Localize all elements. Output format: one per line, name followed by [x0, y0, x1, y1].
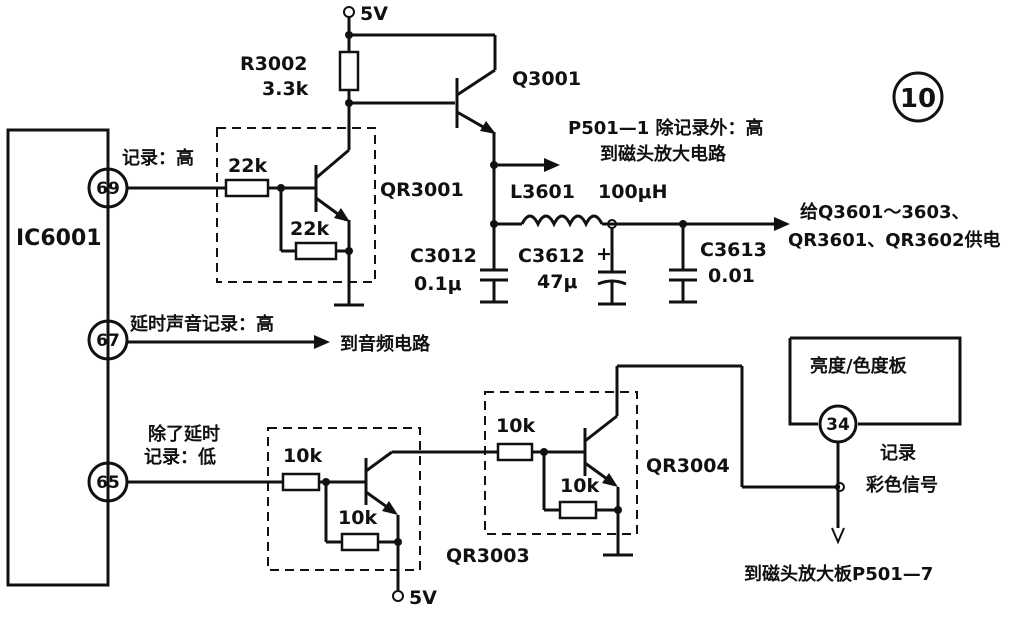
arrow-icon: [774, 217, 790, 231]
color-signal-2: 彩色信号: [865, 474, 938, 496]
pin-67: 67 延时声音记录：高 到音频电路: [87, 313, 431, 361]
pin-65: 65 除了延时 记录：低: [87, 423, 220, 503]
qr3003: QR3003 10k 10k 5V: [127, 427, 548, 609]
c3612-value: 47μ: [537, 271, 577, 293]
color-signal-1: 记录: [880, 443, 916, 464]
r3002-value: 3.3k: [262, 78, 309, 100]
c3012: C3012 0.1μ: [410, 224, 508, 304]
q3001-name: Q3001: [512, 68, 581, 90]
c3612: C3612 47μ +: [518, 228, 627, 306]
board-pin: 34: [826, 415, 850, 435]
c3612-name: C3612: [518, 245, 585, 267]
qr3001-rbase: 22k: [228, 155, 267, 177]
r3002-name: R3002: [240, 53, 308, 75]
supply-top-label: 5V: [360, 3, 388, 25]
supply-bottom-label: 5V: [409, 587, 437, 609]
l3601-value: 100μH: [598, 181, 668, 203]
supply-line: L3601 100μH: [490, 181, 790, 231]
qr3001-rbe: 22k: [290, 218, 329, 240]
qr3003-name: QR3003: [446, 545, 530, 567]
supply-note-2: QR3601、QR3602供电: [788, 229, 1001, 251]
c3012-value: 0.1μ: [414, 273, 462, 295]
qr3001: QR3001 22k 22k: [127, 127, 464, 307]
ic-name: IC6001: [16, 226, 102, 251]
qr3004-name: QR3004: [646, 455, 730, 477]
pin-69-label: 记录：高: [122, 147, 194, 169]
pin-67-dest: 到音频电路: [340, 333, 431, 355]
qr3003-rbase: 10k: [283, 445, 322, 467]
board-name: 亮度/色度板: [810, 355, 908, 377]
figure-number: 10: [900, 84, 936, 114]
arrow-icon: [831, 527, 845, 545]
pin-69-number: 69: [96, 179, 120, 199]
qr3004-rbase: 10k: [496, 415, 535, 437]
ic6001-block: IC6001: [6, 128, 110, 587]
r3002: R3002 3.3k: [240, 50, 360, 132]
c3612-polarity: +: [596, 243, 612, 265]
pin-65-label-2: 记录：低: [144, 446, 216, 468]
emitter-arrow-icon: [480, 121, 496, 134]
p501-line1: P501—1 除记录外：高: [568, 117, 764, 139]
bottom-destination: 到磁头放大板P501—7: [744, 563, 933, 585]
qr3004-rbe: 10k: [560, 475, 599, 497]
qr3003-rbe: 10k: [338, 507, 377, 529]
c3613: C3613 0.01: [669, 224, 767, 304]
supply-top: 5V: [343, 3, 497, 70]
qr3001-name: QR3001: [380, 179, 464, 201]
luma-chroma-board: 亮度/色度板 34 记录 彩色信号 到磁头放大板P501—7: [744, 336, 962, 585]
pin-65-number: 65: [96, 473, 120, 493]
pin-69: 69 记录：高: [87, 147, 194, 209]
c3613-name: C3613: [700, 239, 767, 261]
supply-note-1: 给Q3601～3603、: [800, 201, 970, 223]
q3001: Q3001: [349, 68, 581, 224]
pin-67-number: 67: [96, 331, 120, 351]
emitter-arrow-icon: [334, 208, 350, 222]
arrow-icon: [544, 158, 560, 172]
pin-67-label: 延时声音记录：高: [129, 313, 274, 335]
emitter-arrow-icon: [602, 473, 618, 487]
c3012-name: C3012: [410, 245, 477, 267]
p501-line2: 到磁头放大电路: [600, 143, 727, 165]
inductor-coil: [520, 214, 604, 228]
arrow-icon: [314, 335, 330, 349]
l3601-name: L3601: [510, 181, 575, 203]
qr3004: QR3004 10k 10k: [484, 364, 840, 557]
pin-65-label-1: 除了延时: [148, 423, 220, 445]
figure-number-badge: 10: [892, 71, 944, 123]
c3613-value: 0.01: [708, 265, 755, 287]
emitter-arrow-icon: [382, 501, 398, 515]
